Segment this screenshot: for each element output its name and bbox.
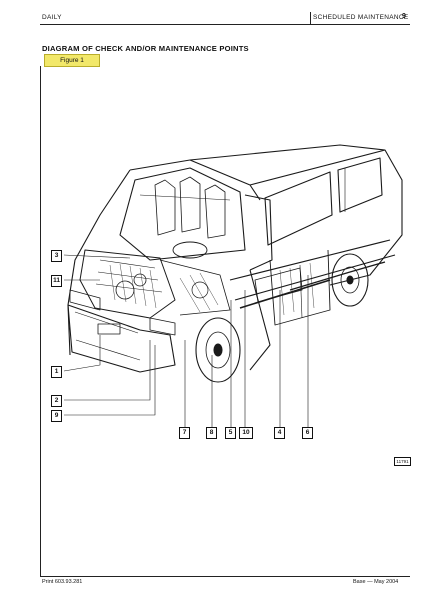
callout-2: 2 [51, 395, 62, 407]
footer-edition: Base — May 2004 [353, 579, 399, 585]
van-cutaway-illustration [63, 144, 403, 427]
header-model: DAILY [42, 14, 62, 21]
callout-8: 8 [206, 427, 217, 439]
callout-11: 11 [51, 275, 62, 287]
callout-6: 6 [302, 427, 313, 439]
figure-reference-code: 11791 [394, 457, 411, 466]
callout-4: 4 [274, 427, 285, 439]
footer-rule [40, 576, 410, 577]
figure-label: Figure 1 [44, 54, 100, 67]
callout-5: 5 [225, 427, 236, 439]
header-rule [40, 24, 410, 25]
header-separator [310, 12, 311, 24]
margin-rule [40, 66, 41, 576]
callout-3: 3 [51, 250, 62, 262]
page-number: 9 [402, 13, 406, 20]
callout-7: 7 [179, 427, 190, 439]
callout-10: 10 [239, 427, 253, 439]
header-section: SCHEDULED MAINTENANCE [313, 14, 409, 21]
callout-1: 1 [51, 366, 62, 378]
footer-print-code: Print 603.93.281 [42, 579, 83, 585]
callout-9: 9 [51, 410, 62, 422]
page-title: DIAGRAM OF CHECK AND/OR MAINTENANCE POIN… [42, 44, 249, 53]
